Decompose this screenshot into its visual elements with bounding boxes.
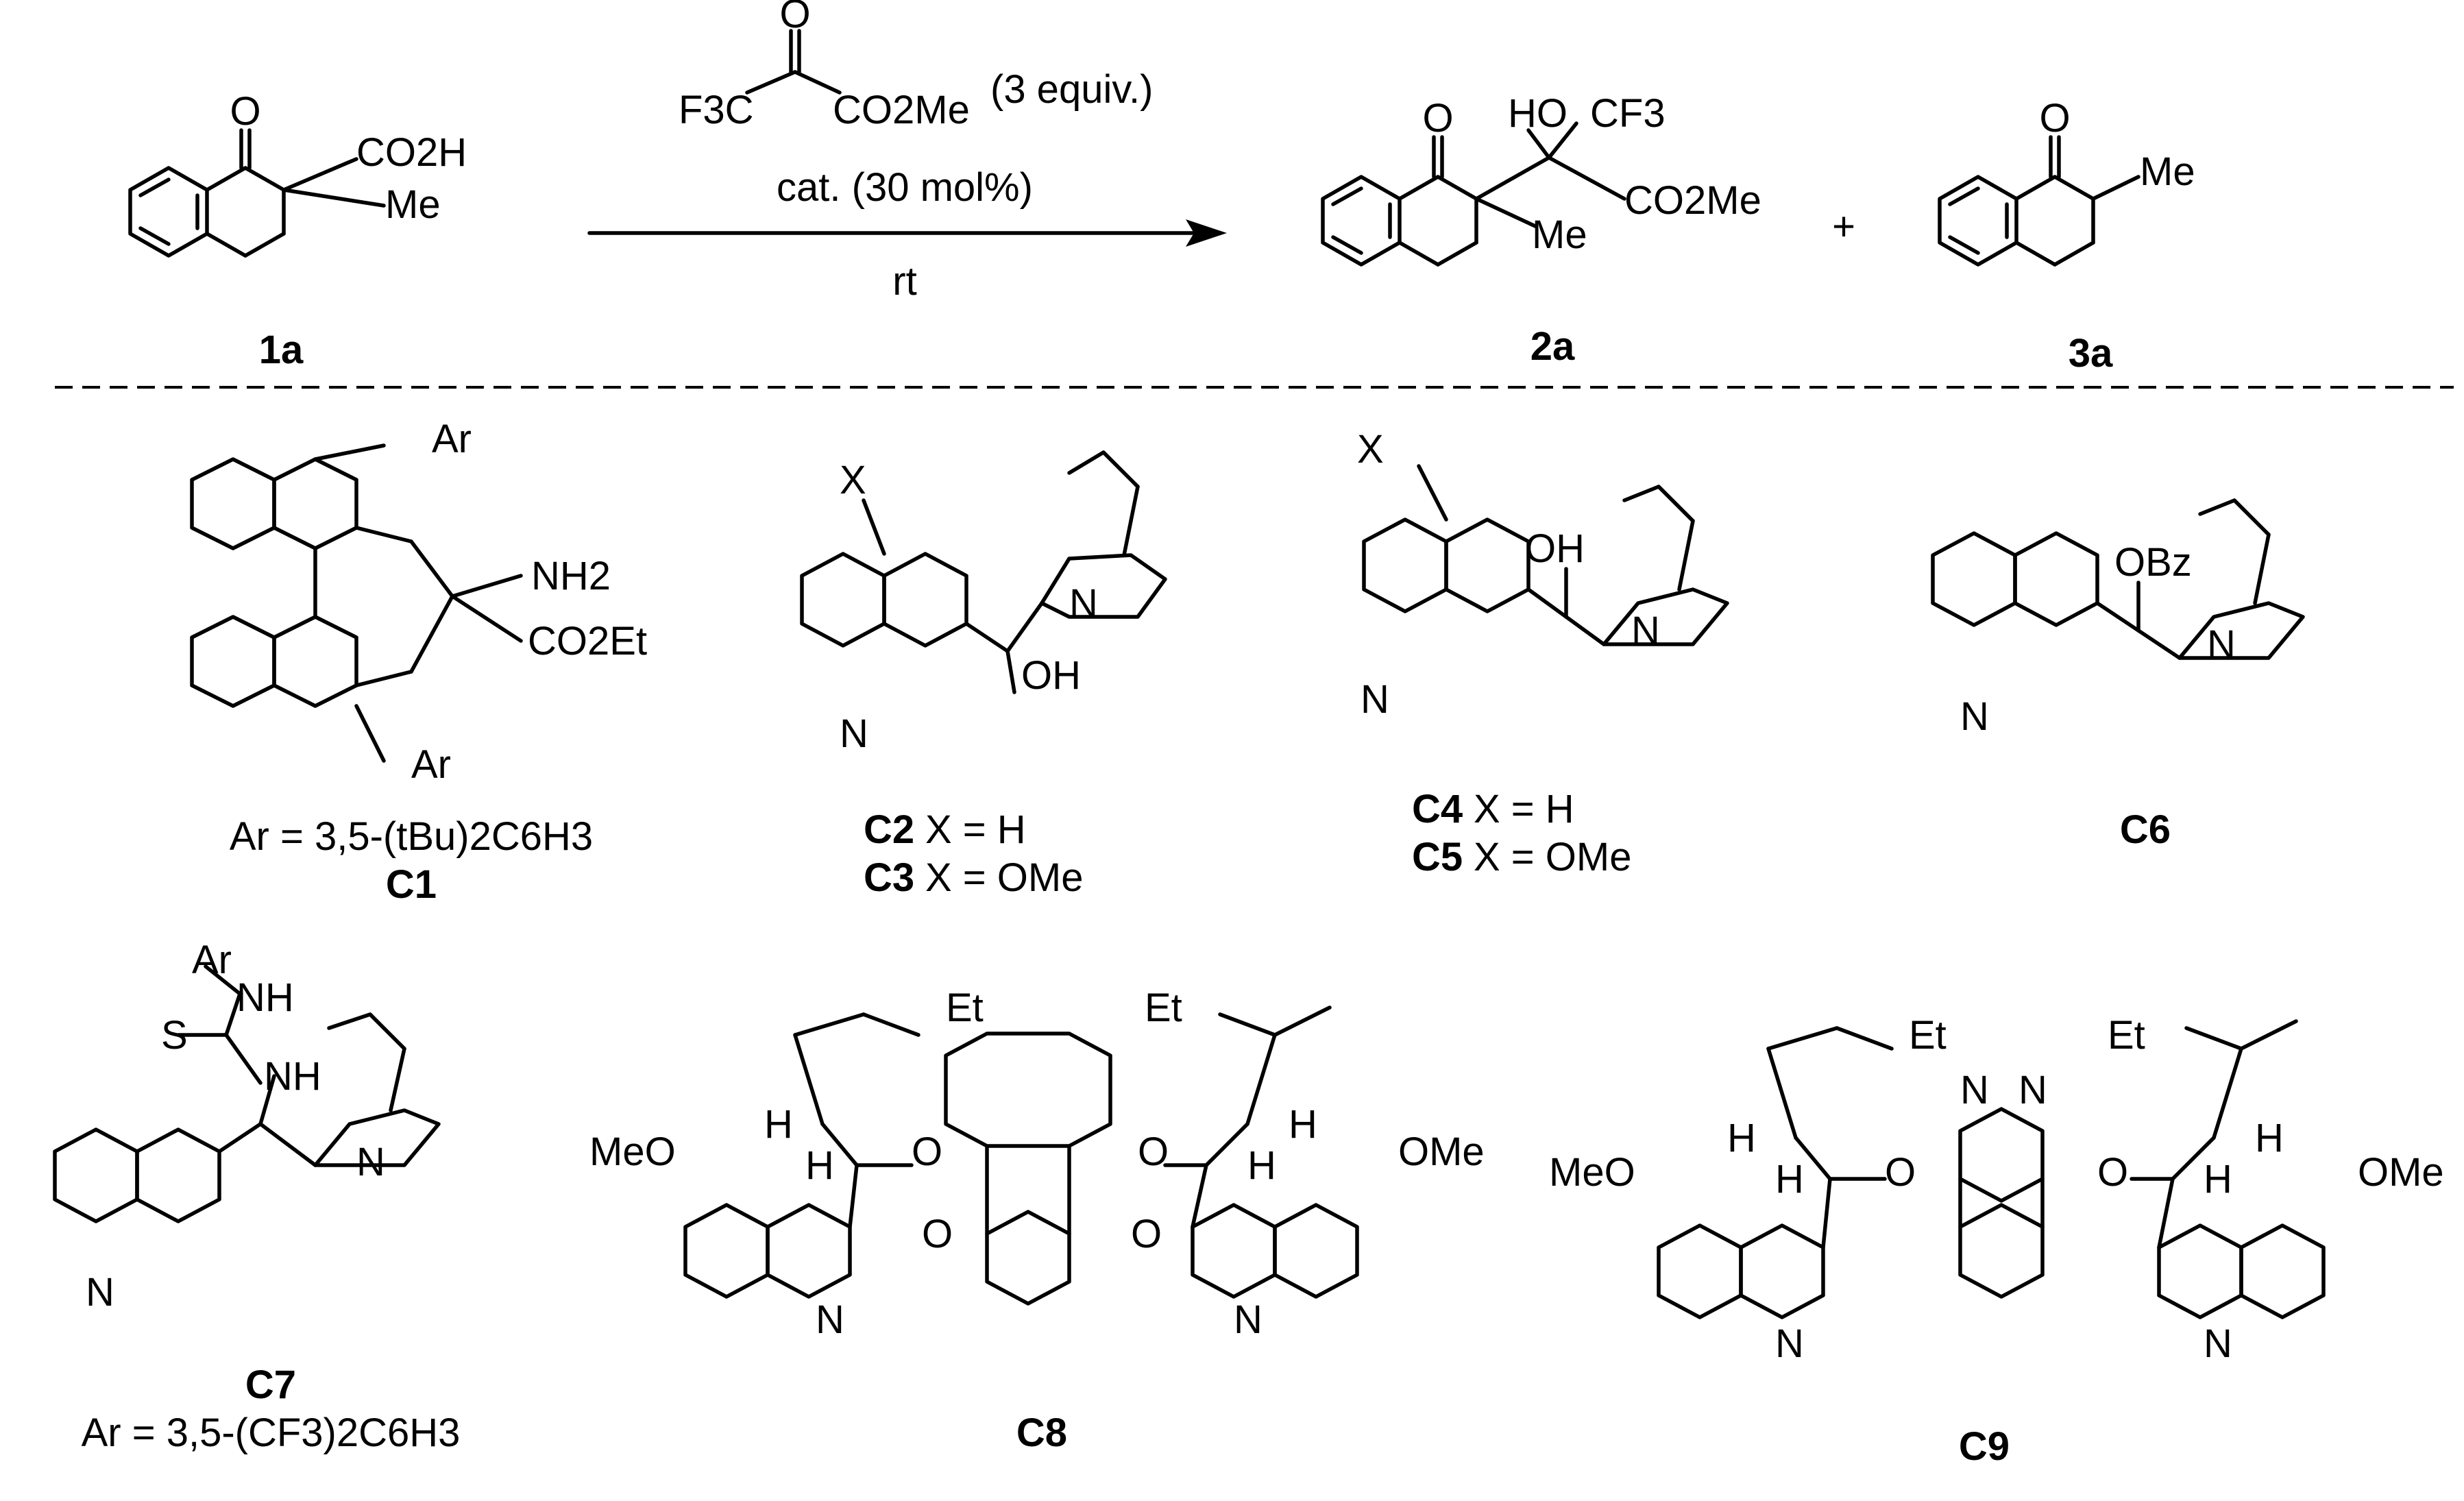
c8-o-right: O — [1138, 1130, 1169, 1174]
catalyst-c9: Et Et MeO OMe O O N N N N H H H H C9 — [1549, 1013, 2444, 1469]
c8-h3: H — [1289, 1102, 1317, 1147]
c8-ome: OMe — [1398, 1130, 1485, 1174]
compound-id-2a: 2a — [1530, 324, 1575, 369]
c6-n: N — [1960, 694, 1989, 739]
c9-n2: N — [2018, 1068, 2047, 1112]
carbonyl-o: O — [230, 89, 260, 134]
c1-id: C1 — [386, 862, 437, 907]
catalyst-c2-c3: X N N OH C2 X = H C3 X = OMe — [800, 450, 1167, 900]
c4-id: C4 — [1412, 787, 1463, 831]
catalyst-c8: Et Et MeO OMe O O O O N N H H H H C8 — [589, 986, 1485, 1455]
c9-n-left: N — [1775, 1321, 1804, 1366]
c3-text: X = OMe — [925, 855, 1083, 900]
c9-ome: OMe — [2358, 1150, 2444, 1195]
c4-n: N — [1361, 677, 1389, 722]
c2-quinuclidine-n: N — [1069, 581, 1098, 626]
catalyst-c7: Ar NH S NH N N C7 Ar = 3,5-(CF3)2C6H3 — [53, 938, 461, 1455]
c7-nh-bottom: NH — [264, 1054, 321, 1099]
c7-nh-top: NH — [236, 975, 294, 1020]
compound-id-3a: 3a — [2069, 331, 2113, 376]
c7-n: N — [86, 1270, 114, 1315]
c8-carbonyl-left: O — [922, 1212, 953, 1256]
reagent-f3c: F3C — [679, 88, 754, 132]
c9-h4: H — [2204, 1157, 2232, 1201]
c8-n-left: N — [816, 1297, 844, 1342]
c1-ar-bottom: Ar — [411, 742, 451, 787]
c7-ar: Ar — [192, 938, 232, 982]
c8-et-right: Et — [1145, 986, 1182, 1030]
c9-h2: H — [1775, 1157, 1804, 1201]
compound-2a: O HO CF3 CO2Me Me 2a — [1321, 91, 1761, 369]
product-me: Me — [1532, 212, 1587, 257]
c8-carbonyl-right: O — [1131, 1212, 1162, 1256]
c8-h2: H — [805, 1143, 834, 1188]
c2-x: X — [840, 458, 866, 502]
c7-quinuclidine-n: N — [356, 1140, 385, 1184]
c2-oh: OH — [1021, 653, 1081, 698]
catalyst-c6: N N OBz C6 — [1931, 498, 2305, 852]
c2-id: C2 — [864, 807, 914, 852]
c6-id: C6 — [2120, 807, 2171, 852]
c8-n-right: N — [1234, 1297, 1263, 1342]
c8-meo: MeO — [589, 1130, 676, 1174]
catalyst-c4-c5: X N N OH C4 X = H C5 X = OMe — [1357, 427, 1729, 879]
c7-note: Ar = 3,5-(CF3)2C6H3 — [82, 1411, 461, 1455]
product3a-o: O — [2039, 96, 2070, 141]
reaction-arrow: cat. (30 mol%) rt — [587, 165, 1227, 304]
c9-o-left: O — [1885, 1150, 1916, 1195]
c8-id: C8 — [1016, 1411, 1067, 1455]
compound-id-1a: 1a — [259, 328, 304, 372]
c9-n-right: N — [2204, 1321, 2232, 1366]
c1-ar-top: Ar — [432, 417, 472, 461]
conditions-label: rt — [892, 259, 916, 304]
c7-s: S — [161, 1013, 188, 1058]
c8-et-left: Et — [946, 986, 984, 1030]
c4-quinuclidine-n: N — [1631, 609, 1660, 653]
c9-meo: MeO — [1549, 1150, 1635, 1195]
c9-n1: N — [1960, 1068, 1989, 1112]
reagent-equiv: (3 equiv.) — [990, 67, 1153, 112]
c6-quinuclidine-n: N — [2207, 622, 2236, 667]
product-o: O — [1422, 96, 1453, 141]
reagent: O F3C CO2Me (3 equiv.) — [679, 0, 1153, 132]
c9-o-right: O — [2097, 1150, 2128, 1195]
plus-sign: + — [1832, 204, 1855, 249]
c9-et-left: Et — [1909, 1013, 1947, 1058]
reagent-ester: CO2Me — [833, 88, 970, 132]
c9-id: C9 — [1959, 1424, 2010, 1469]
c3-id: C3 — [864, 855, 914, 900]
reagent-o: O — [779, 0, 810, 36]
c4-oh: OH — [1525, 526, 1585, 571]
c8-h4: H — [1247, 1143, 1276, 1188]
product-ester: CO2Me — [1624, 178, 1761, 223]
c9-h3: H — [2255, 1116, 2284, 1160]
c7-id: C7 — [245, 1363, 296, 1407]
c2-n: N — [840, 711, 868, 756]
catalyst-c1: Ar NH2 CO2Et Ar Ar = 3,5-(tBu)2C6H3 C1 — [190, 417, 647, 907]
c1-note: Ar = 3,5-(tBu)2C6H3 — [230, 814, 593, 859]
c9-et-right: Et — [2108, 1013, 2145, 1058]
catalyst-label: cat. (30 mol%) — [777, 165, 1033, 210]
compound-3a: O Me 3a — [1938, 96, 2195, 376]
c5-text: X = OMe — [1474, 835, 1631, 879]
c4-text: X = H — [1474, 787, 1574, 831]
c2-text: X = H — [925, 807, 1026, 852]
c9-h1: H — [1727, 1116, 1756, 1160]
c6-obz: OBz — [2114, 540, 2192, 585]
c1-nh2: NH2 — [531, 554, 611, 598]
product-cf3: CF3 — [1590, 91, 1666, 136]
c8-o-left: O — [912, 1130, 942, 1174]
product-ho: HO — [1508, 91, 1568, 136]
c8-h1: H — [764, 1102, 793, 1147]
carboxyl-label: CO2H — [356, 130, 467, 175]
c1-ester: CO2Et — [528, 619, 647, 663]
c5-id: C5 — [1412, 835, 1463, 879]
product3a-me: Me — [2140, 149, 2195, 194]
methyl-label: Me — [385, 182, 441, 227]
compound-1a: O CO2H Me 1a — [128, 89, 467, 372]
c4-x: X — [1357, 427, 1384, 472]
